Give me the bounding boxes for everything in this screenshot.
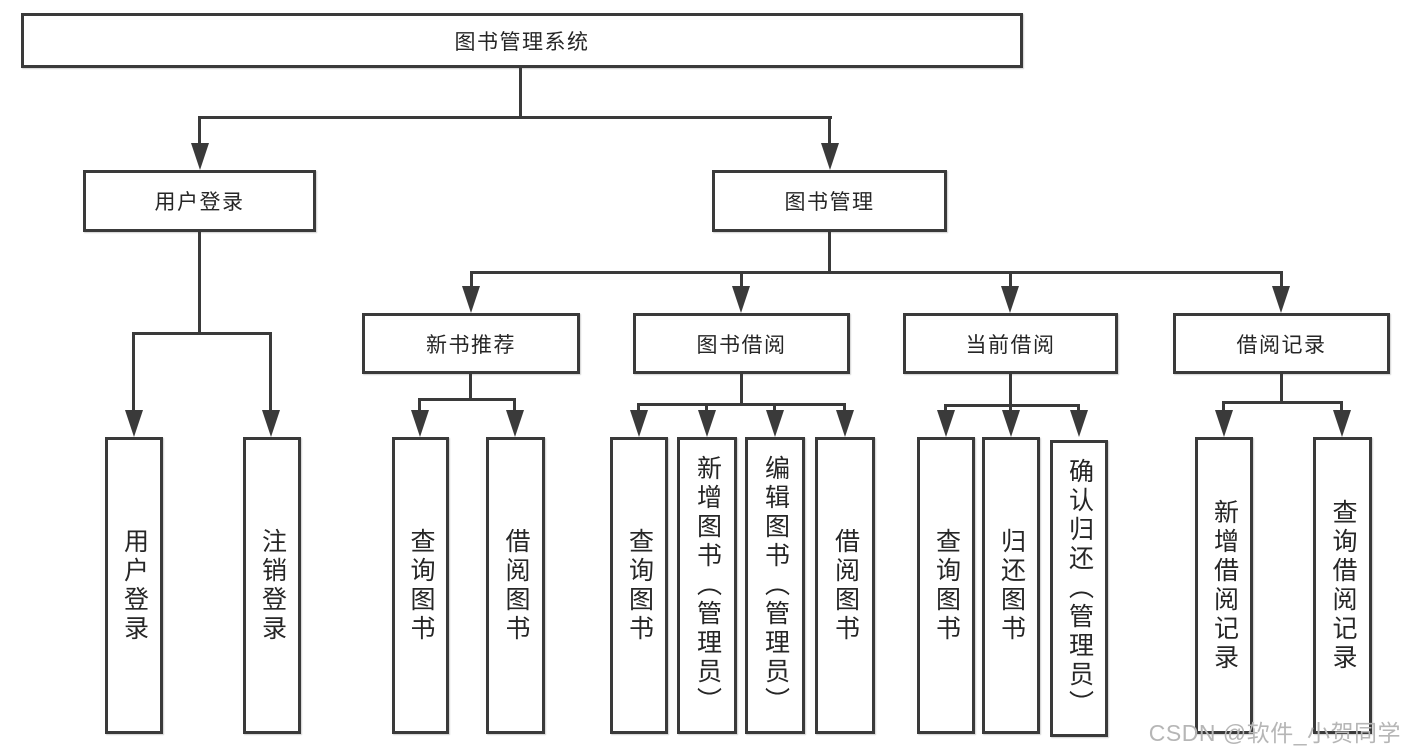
leaf-query-borrow-record: 查询借阅记录 [1313,437,1372,734]
connector-hline [418,398,516,401]
arrow-down-icon [836,410,854,437]
node-new-book-recommend: 新书推荐 [362,313,580,374]
node-book-management: 图书管理 [712,170,947,232]
connector-vline [469,374,472,400]
arrow-down-icon [191,143,209,170]
connector-hline [637,403,846,406]
leaf-borrow-books: 借阅图书 [815,437,875,734]
leaf-borrow-books-recommend: 借阅图书 [486,437,545,734]
connector-hline [198,116,832,119]
node-book-borrow: 图书借阅 [633,313,850,374]
node-borrow-records: 借阅记录 [1173,313,1390,374]
leaf-user-login: 用户登录 [105,437,163,734]
connector-vline [198,232,201,334]
arrow-down-icon [1272,286,1290,313]
connector-vline [470,271,473,288]
arrow-down-icon [821,143,839,170]
arrow-down-icon [1333,410,1351,437]
connector-vline [773,403,776,412]
connector-vline [828,232,831,273]
leaf-edit-book-admin: 编辑图书（管理员） [745,437,805,734]
connector-vline [269,332,272,412]
node-user-login: 用户登录 [83,170,316,232]
arrow-down-icon [630,410,648,437]
arrow-down-icon [125,410,143,437]
arrow-down-icon [937,410,955,437]
leaf-confirm-return-admin: 确认归还（管理员） [1050,440,1108,737]
connector-vline [828,116,831,146]
connector-vline [740,271,743,288]
connector-vline [705,403,708,412]
leaf-return-book: 归还图书 [982,437,1040,734]
arrow-down-icon [698,410,716,437]
connector-vline [418,398,421,412]
leaf-query-books-current: 查询图书 [917,437,975,734]
connector-vline [1009,374,1012,406]
arrow-down-icon [766,410,784,437]
leaf-query-books-borrow: 查询图书 [610,437,668,734]
connector-vline [843,403,846,412]
connector-vline [1077,404,1080,412]
leaf-add-book-admin: 新增图书（管理员） [677,437,737,734]
connector-vline [740,374,743,405]
connector-hline [1222,401,1343,404]
connector-vline [132,332,135,412]
arrow-down-icon [1002,410,1020,437]
connector-vline [1280,271,1283,288]
watermark: CSDN @软件_小贺同学 [1148,720,1401,746]
arrow-down-icon [262,410,280,437]
connector-vline [1009,271,1012,288]
connector-vline [1280,374,1283,403]
connector-hline [470,271,1283,274]
connector-hline [132,332,272,335]
connector-vline [1340,401,1343,412]
arrow-down-icon [732,286,750,313]
node-library-system: 图书管理系统 [21,13,1023,68]
leaf-query-books-recommend: 查询图书 [392,437,449,734]
connector-vline [637,403,640,412]
node-current-borrow: 当前借阅 [903,313,1118,374]
arrow-down-icon [462,286,480,313]
leaf-add-borrow-record: 新增借阅记录 [1195,437,1253,734]
connector-vline [1009,404,1012,412]
connector-vline [944,404,947,412]
arrow-down-icon [1001,286,1019,313]
connector-vline [198,116,201,146]
arrow-down-icon [1070,410,1088,437]
arrow-down-icon [1215,410,1233,437]
connector-vline [519,68,522,118]
leaf-logout: 注销登录 [243,437,301,734]
arrow-down-icon [411,410,429,437]
connector-vline [513,398,516,412]
connector-vline [1222,401,1225,412]
arrow-down-icon [506,410,524,437]
